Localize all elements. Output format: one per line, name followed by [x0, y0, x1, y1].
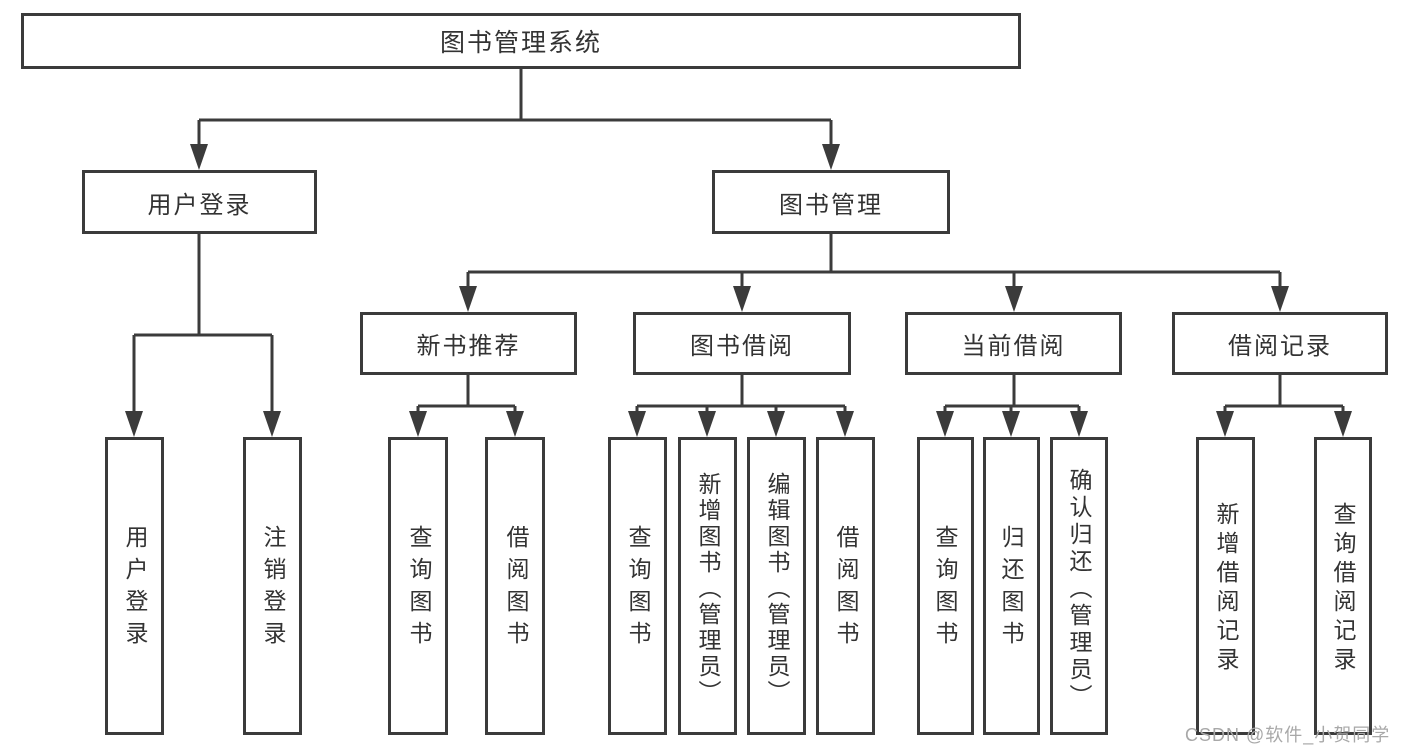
node-borrowing-records: 借阅记录	[1172, 312, 1388, 375]
leaf-query-books-current: 查询图书	[917, 437, 974, 735]
leaf-add-borrow-record: 新增借阅记录	[1196, 437, 1255, 735]
leaf-user-login: 用户登录	[105, 437, 164, 735]
leaf-query-books-recommend: 查询图书	[388, 437, 448, 735]
node-book-borrowing: 图书借阅	[633, 312, 851, 375]
watermark: CSDN @软件_小贺同学	[1185, 725, 1391, 745]
node-library-management-system: 图书管理系统	[21, 13, 1021, 69]
leaf-query-borrow-record: 查询借阅记录	[1314, 437, 1372, 735]
node-current-borrowing: 当前借阅	[905, 312, 1122, 375]
leaf-edit-books-admin: 编辑图书（管理员）	[747, 437, 806, 735]
leaf-confirm-return-admin: 确认归还（管理员）	[1050, 437, 1108, 735]
leaf-logout: 注销登录	[243, 437, 302, 735]
leaf-return-books: 归还图书	[983, 437, 1040, 735]
leaf-query-books-borrow: 查询图书	[608, 437, 667, 735]
node-user-login: 用户登录	[82, 170, 317, 234]
leaf-borrow-books-recommend: 借阅图书	[485, 437, 545, 735]
node-new-book-recommendation: 新书推荐	[360, 312, 577, 375]
leaf-add-books-admin: 新增图书（管理员）	[678, 437, 737, 735]
leaf-borrow-books: 借阅图书	[816, 437, 875, 735]
node-book-management: 图书管理	[712, 170, 950, 234]
